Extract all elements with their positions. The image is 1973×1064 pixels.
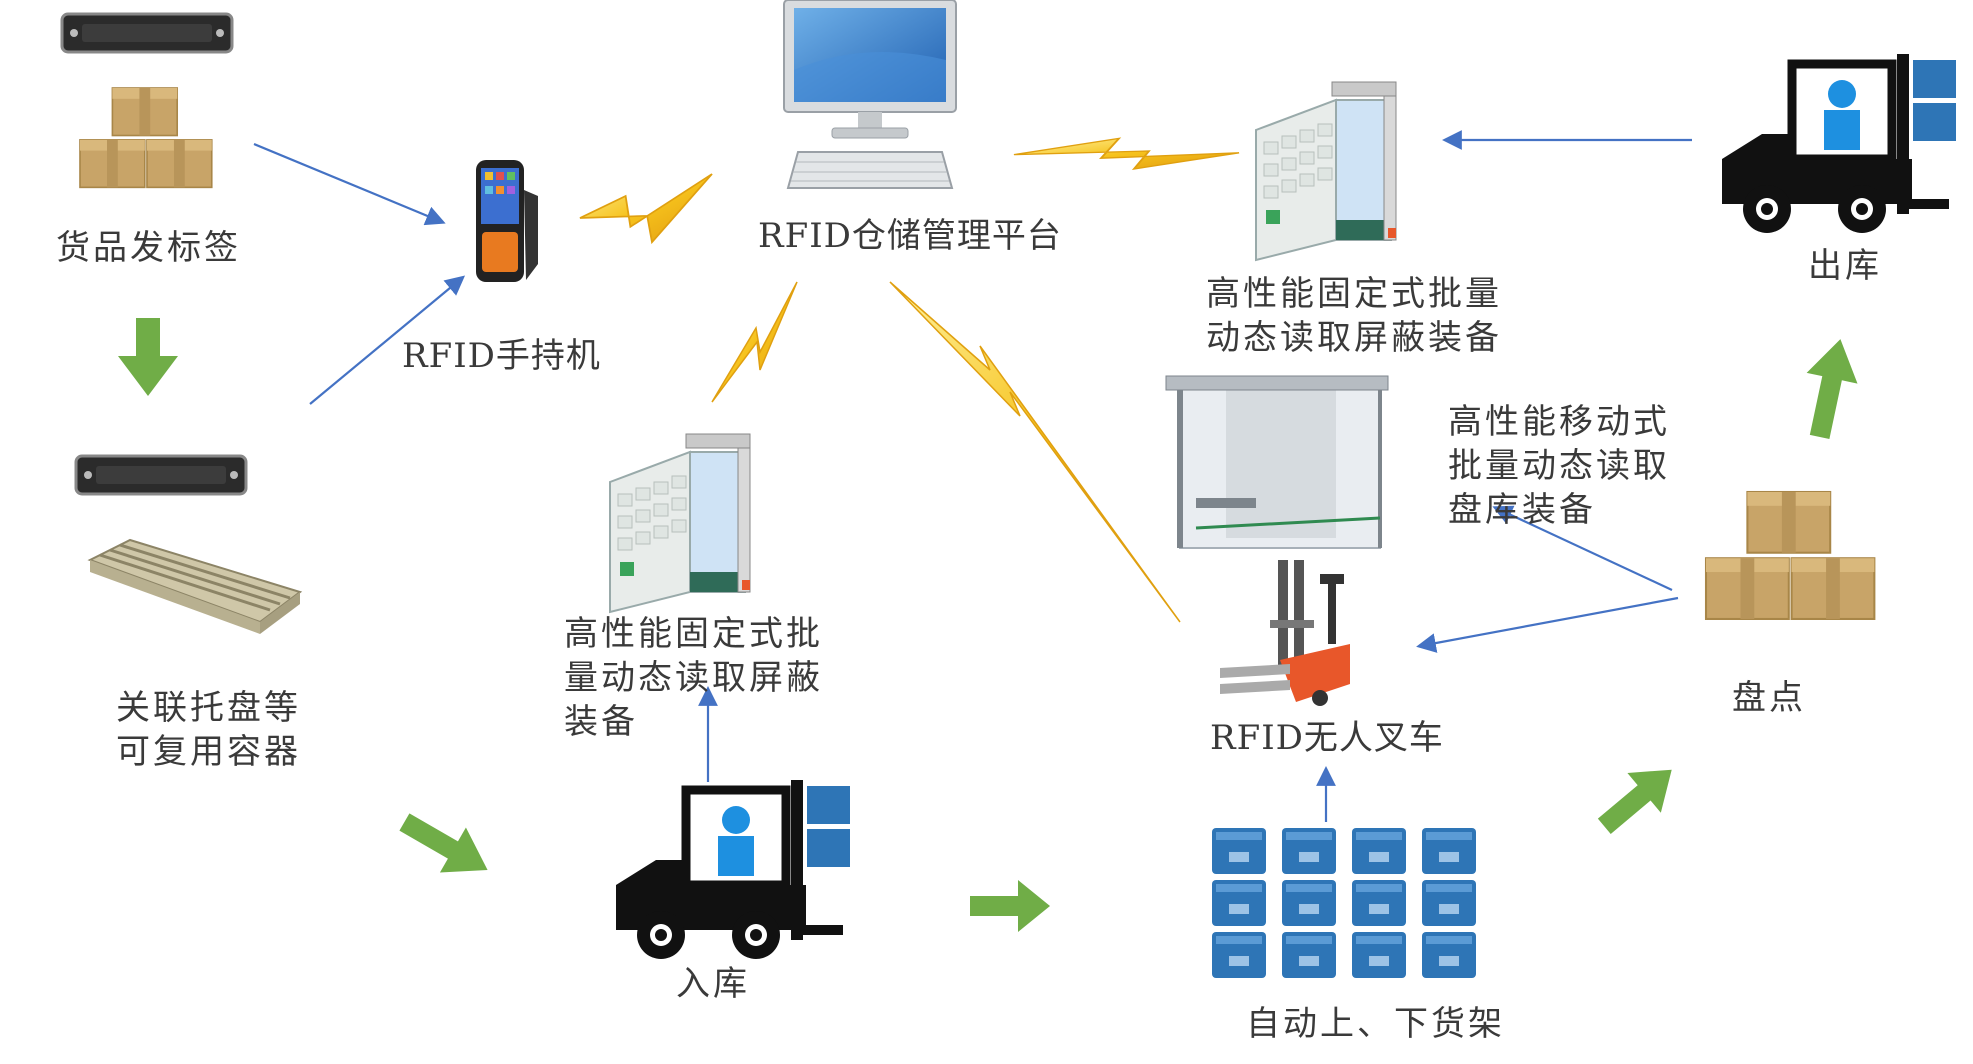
- mobile-reader-frame-icon: [1165, 375, 1389, 549]
- handheld-reader-icon: [476, 160, 538, 282]
- auto-shelf-label: 自动上、下货架: [1246, 1004, 1505, 1044]
- arrow-icon-tag-to-handheld: [253, 142, 446, 226]
- arrow-icon-green-to-stocktake: [1597, 769, 1672, 834]
- box-stack-icon-top: [80, 88, 212, 187]
- outbound-label: 出库: [1808, 246, 1882, 286]
- arrow-icon-stocktake-to-agv: [1416, 596, 1679, 653]
- crate-grid-icon: [1212, 828, 1476, 978]
- forklift-icon-outbound: [1722, 54, 1957, 233]
- tag-icon-top: [60, 12, 234, 54]
- reader-gate-icon-top: [1255, 81, 1397, 261]
- reader-gate-icon-mid: [609, 433, 751, 613]
- goods-tag-label: 货品发标签: [56, 228, 241, 268]
- arrow-icon-pallet-to-handheld: [309, 275, 466, 405]
- platform-label: RFID仓储管理平台: [758, 216, 1062, 256]
- arrow-icon-green-down: [118, 318, 178, 396]
- mobile-reader-label: 高性能移动式 批量动态读取 盘库装备: [1448, 402, 1670, 530]
- lightning-icon-gate-mid: [711, 281, 798, 403]
- stocktake-label: 盘点: [1732, 678, 1806, 718]
- tag-icon-pallet: [74, 454, 248, 496]
- lightning-icon-handheld: [579, 173, 713, 244]
- forklift-icon-inbound: [616, 780, 851, 959]
- inbound-label: 入库: [676, 964, 750, 1004]
- agv-forklift-label: RFID无人叉车: [1210, 718, 1444, 758]
- pallet-icon: [87, 538, 303, 634]
- arrow-icon-stocktake-to-mobile: [1492, 505, 1673, 591]
- lightning-icon-gate-top: [1013, 137, 1240, 171]
- pallet-label: 关联托盘等 可复用容器: [116, 688, 301, 772]
- lightning-icon-agv: [889, 281, 1181, 623]
- arrow-icon-green-to-shelf: [970, 880, 1050, 932]
- handheld-label: RFID手持机: [402, 336, 601, 376]
- arrow-icon-green-to-outbound: [1806, 339, 1858, 439]
- agv-forklift-icon: [1220, 560, 1350, 706]
- computer-icon: [783, 0, 957, 189]
- arrow-icon-green-to-inbound: [399, 813, 488, 873]
- fixed-reader-top-label: 高性能固定式批量 动态读取屏蔽装备: [1206, 274, 1502, 358]
- box-stack-icon-stocktake: [1706, 492, 1874, 619]
- fixed-reader-mid-label: 高性能固定式批 量动态读取屏蔽 装备: [564, 614, 823, 742]
